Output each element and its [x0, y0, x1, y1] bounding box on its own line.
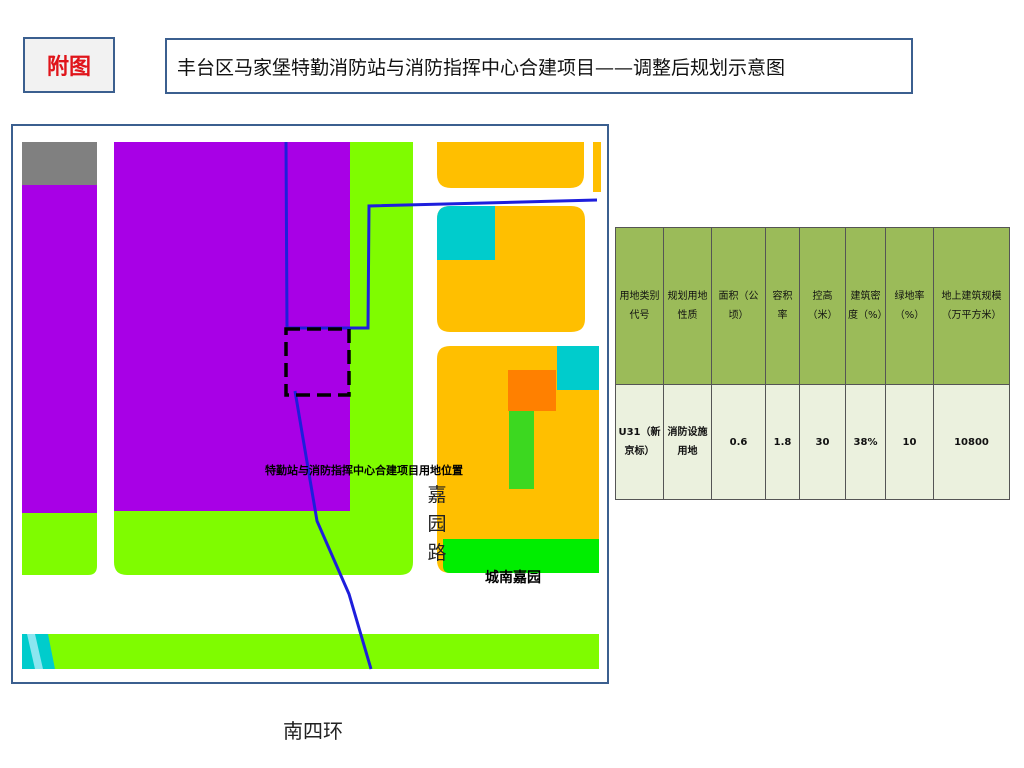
- table-cell: 10800: [933, 384, 1010, 500]
- public-service-parcel: [508, 370, 556, 411]
- residential-parcel-top: [437, 142, 584, 188]
- table-cell: U31（新京标）: [615, 384, 664, 500]
- green-parcel-left: [22, 513, 97, 575]
- commercial-parcel-left: [22, 185, 97, 513]
- table-header-cell: 规划用地性质: [663, 227, 712, 385]
- planning-table-wrap: 用地类别代号 规划用地性质 面积（公顷） 容积率 控高（米） 建筑密度（%） 绿…: [615, 227, 1010, 500]
- table-cell: 消防设施用地: [663, 384, 712, 500]
- cyan-parcel-middle: [437, 206, 495, 260]
- planning-table: 用地类别代号 规划用地性质 面积（公顷） 容积率 控高（米） 建筑密度（%） 绿…: [615, 227, 1010, 500]
- table-header-cell: 面积（公顷）: [711, 227, 766, 385]
- cyan-parcel-bottom: [557, 346, 599, 390]
- table-header-cell: 控高（米）: [799, 227, 846, 385]
- appendix-badge: 附图: [23, 37, 115, 93]
- green-belt-south: [22, 634, 599, 669]
- green-strip-parcel: [509, 411, 534, 489]
- planning-map: [22, 141, 601, 670]
- gray-parcel: [22, 142, 97, 185]
- table-cell: 0.6: [711, 384, 766, 500]
- green-parcel-bottom-right: [443, 539, 599, 573]
- title-box: 丰台区马家堡特勤消防站与消防指挥中心合建项目——调整后规划示意图: [165, 38, 913, 94]
- table-cell: 1.8: [765, 384, 800, 500]
- site-location-box: [284, 327, 351, 397]
- table-header-cell: 建筑密度（%）: [845, 227, 888, 385]
- road-label-south-4th-ring: 南四环: [283, 715, 343, 744]
- site-location-label: 特勤站与消防指挥中心合建项目用地位置: [265, 464, 463, 478]
- boundary-line-upper: [284, 141, 598, 330]
- table-row: U31（新京标） 消防设施用地 0.6 1.8 30 38% 10 10800: [615, 384, 1010, 500]
- residential-parcel-edge: [593, 142, 601, 192]
- table-header-cell: 用地类别代号: [615, 227, 664, 385]
- area-label-chengnan-jiayuan: 城南嘉园: [485, 567, 541, 587]
- table-cell: 38%: [845, 384, 886, 500]
- boundary-line-lower: [293, 390, 373, 670]
- table-header-row: 用地类别代号 规划用地性质 面积（公顷） 容积率 控高（米） 建筑密度（%） 绿…: [615, 227, 1010, 385]
- appendix-badge-text: 附图: [46, 55, 91, 80]
- road-label-south-4th-ring-text: 南四环: [283, 719, 343, 743]
- table-cell: 30: [799, 384, 846, 500]
- page-title: 丰台区马家堡特勤消防站与消防指挥中心合建项目——调整后规划示意图: [177, 56, 786, 79]
- map-frame: 特勤站与消防指挥中心合建项目用地位置 嘉园路 南四环 城南嘉园: [11, 124, 609, 743]
- road-label-jiayuan: 嘉园路: [425, 481, 449, 568]
- water-strip-south: [27, 634, 43, 669]
- table-header-cell: 地上建筑规模（万平方米）: [933, 227, 1010, 385]
- site-location-text: 特勤站与消防指挥中心合建项目用地位置: [265, 464, 463, 477]
- area-label-chengnan-jiayuan-text: 城南嘉园: [485, 570, 541, 586]
- road-label-jiayuan-text: 嘉园路: [427, 484, 447, 564]
- table-header-cell: 绿地率（%）: [885, 227, 934, 385]
- table-cell: 10: [885, 384, 934, 500]
- table-header-cell: 容积率: [765, 227, 800, 385]
